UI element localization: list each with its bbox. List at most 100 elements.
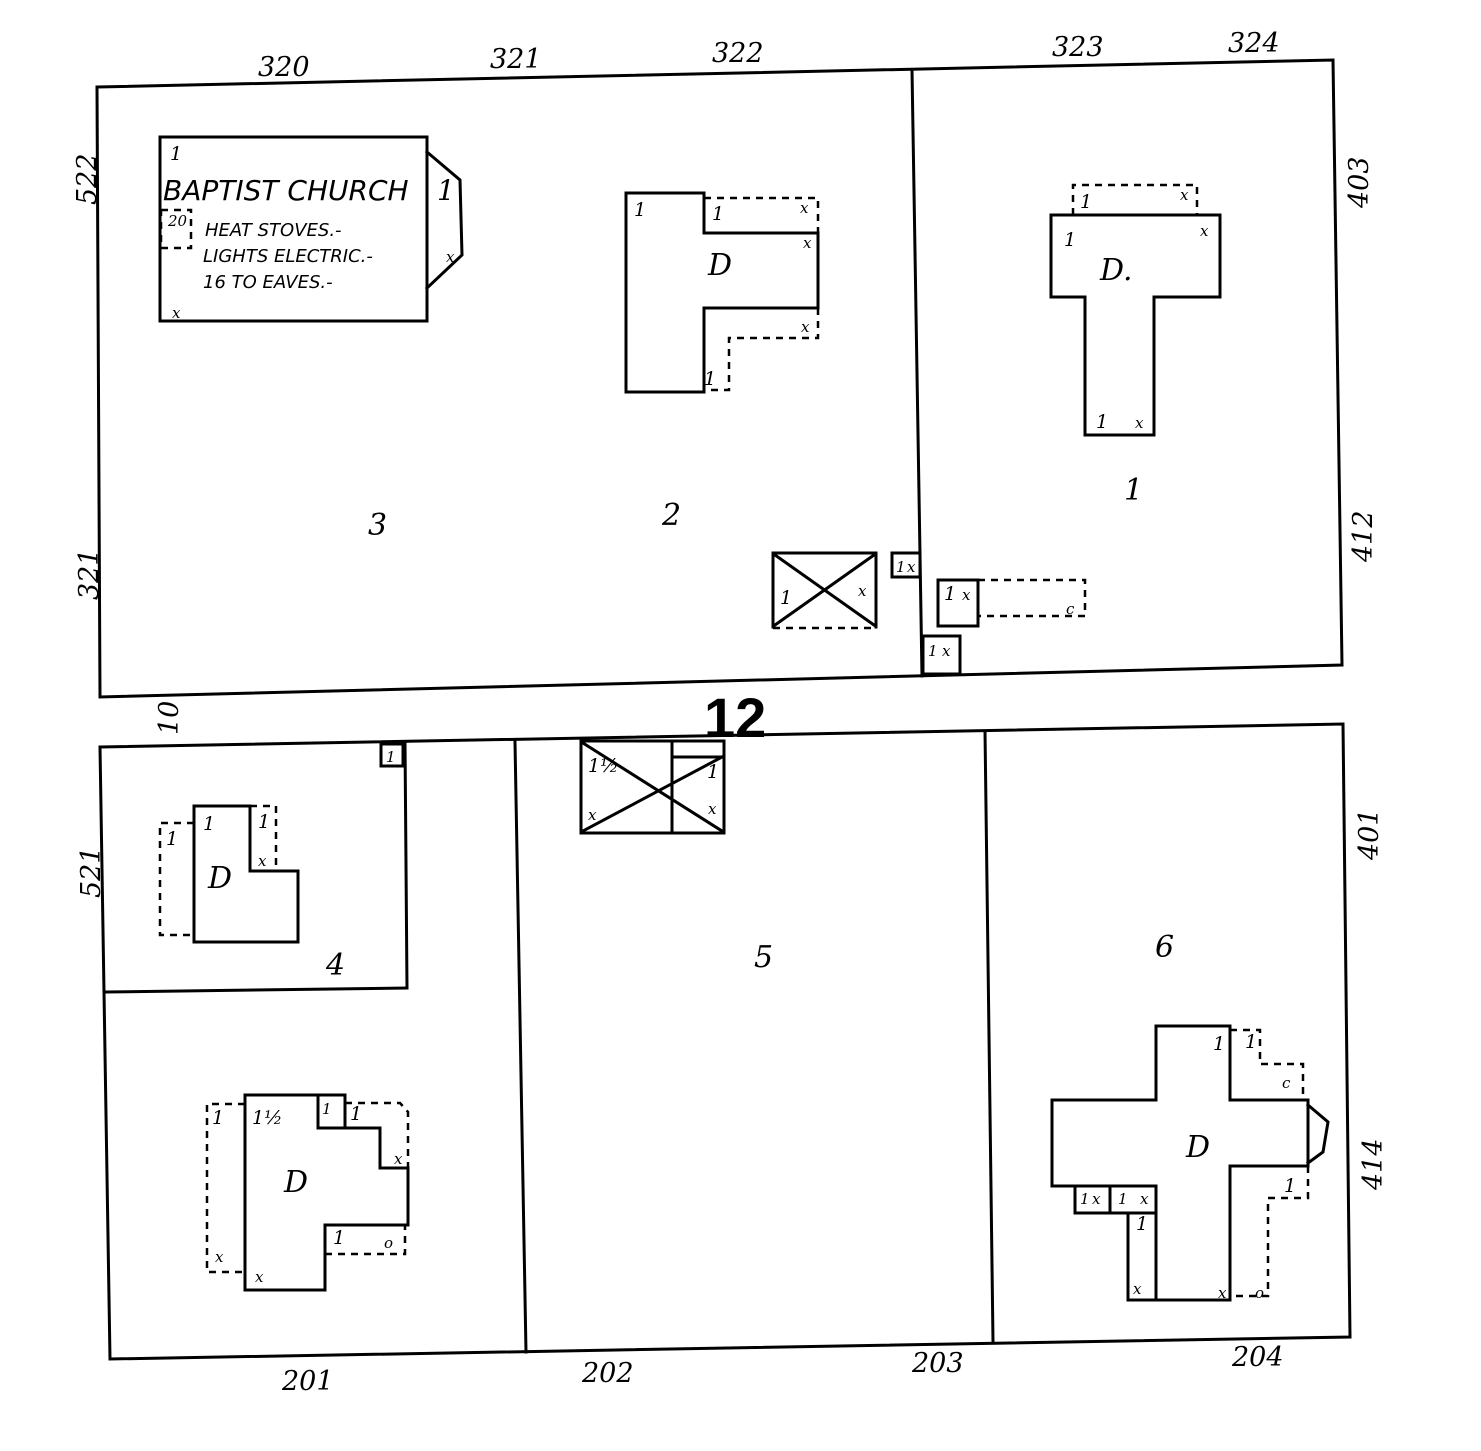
north-half-block: 1 20 x x BAPTIST CHURCH 1 HEAT STOVES.- … (95, 58, 1344, 699)
privy-lot-2-mark: 1 (896, 558, 906, 576)
church-vestibule (159, 208, 193, 250)
dwelling-lot-4-porch-right (250, 804, 278, 871)
dwelling-lot-6: D 1 1 c 1 1 x 1 x 1 x x o (1050, 1024, 1330, 1302)
address-top-2: 322 (712, 38, 764, 69)
outbuilding-lot-1: 1 x c 1 x (921, 578, 1087, 676)
lot-4-east-line (403, 740, 409, 990)
dwelling-south-west-porch-rear (325, 1225, 407, 1256)
bottom-addresses: 201 202 203 204 (281, 1342, 1284, 1397)
dwelling-lot-4-porch-left (158, 821, 194, 937)
dwelling-lot-6-x-3: x (1133, 1280, 1142, 1298)
shed-lot-2-mark-1: 1 (780, 587, 792, 609)
church-story-mark: 1 (170, 143, 182, 165)
dwelling-lot-4-mark-1: 1 (166, 828, 178, 850)
lot-number-6: 6 (1155, 930, 1174, 965)
address-bottom-2: 203 (911, 1348, 964, 1379)
lot-number-1: 1 (1124, 473, 1143, 508)
shed-lot-2-diag-b (772, 552, 877, 628)
dwelling-lot-6-mark-1: 1 (1213, 1033, 1225, 1055)
outbuilding-lot-1-x: x (962, 586, 971, 604)
block-number: 12 (704, 686, 766, 749)
baptist-church: 1 20 x x BAPTIST CHURCH 1 HEAT STOVES.- … (158, 135, 464, 323)
dwelling-south-west-o: o (384, 1234, 393, 1252)
dwelling-lot-2-mark-2: 1 (712, 203, 724, 225)
dwelling-lot-6-label: D (1185, 1130, 1210, 1165)
dwelling-lot-6-mark-4: 1 (1080, 1190, 1090, 1208)
dwelling-lot-1: D. 1 1 1 x x x (1049, 183, 1222, 437)
dwelling-south-west-mark-1: 1 (212, 1107, 224, 1129)
shed-lot-5-mark-1: 1 (707, 761, 719, 783)
address-left-3: 521 (76, 846, 107, 898)
outbuilding-lot-1-c: c (1066, 600, 1075, 618)
address-right-3: 414 (1358, 1138, 1389, 1191)
dwelling-south-west-x-2: x (215, 1248, 224, 1266)
dwelling-lot-1-x-3: x (1135, 414, 1144, 432)
dwelling-south-west-porch-top (345, 1101, 410, 1168)
address-right-2: 401 (1354, 808, 1385, 861)
dwelling-south-west-label: D (283, 1165, 308, 1200)
dwelling-lot-6-step-b (1108, 1184, 1158, 1215)
privy-lot-1-outline (921, 634, 962, 676)
dwelling-lot-south-west: D 1 1½ 1 1 x 1 o x x (205, 1093, 410, 1292)
address-bottom-3: 204 (1231, 1342, 1284, 1373)
dwelling-lot-4: D 1 1 1 x (158, 804, 300, 944)
south-block-outline (98, 722, 1352, 1361)
dwelling-south-west-x-3: x (255, 1268, 264, 1286)
address-bottom-1: 202 (581, 1358, 634, 1389)
right-addresses: 403 412 401 414 (1344, 156, 1389, 1191)
shed-lot-5-x-1: x (708, 800, 717, 818)
address-left-1: 321 (74, 548, 105, 600)
church-tag-text: 20 (167, 212, 188, 230)
dwelling-lot-2-x-3: x (801, 318, 810, 336)
privy-lot-1-mark: 1 (928, 642, 938, 660)
top-addresses: 320 321 322 323 324 (258, 28, 1280, 83)
church-name-text: BAPTIST CHURCH (163, 174, 409, 207)
south-lot-divider-b (983, 729, 995, 1343)
dwelling-lot-6-porch-ne (1230, 1028, 1305, 1100)
lot-number-2: 2 (661, 498, 681, 533)
address-right-0: 403 (1344, 156, 1375, 209)
dwelling-south-west-bay (316, 1093, 347, 1130)
dwelling-lot-6-mark-2: 1 (1245, 1031, 1257, 1053)
outbuilding-lot-1-annex (978, 578, 1087, 618)
lot-number-4: 4 (325, 948, 345, 983)
shed-lot-5-x-2: x (588, 806, 597, 824)
south-lot-divider-a (513, 740, 528, 1354)
dwelling-lot-6-bay (1305, 1102, 1330, 1166)
dwelling-lot-6-x-2: x (1140, 1190, 1149, 1208)
dwelling-south-west-mark-3: 1 (350, 1103, 362, 1125)
privy-lot-2: 1 x (890, 551, 922, 579)
dwelling-lot-1-porch (1071, 183, 1199, 215)
shed-lot-5-outline (579, 739, 726, 835)
dwelling-lot-1-mark-3: 1 (1096, 411, 1108, 433)
shed-lot-5-half-mark: 1½ (588, 755, 619, 777)
address-bottom-0: 201 (281, 1366, 334, 1397)
dwelling-lot-4-mark-2: 1 (203, 813, 215, 835)
dwelling-south-west-mark-4: 1 (333, 1227, 345, 1249)
dwelling-lot-4-mark-3: 1 (258, 811, 270, 833)
lot-number-5: 5 (754, 940, 773, 975)
dwelling-lot-6-o: o (1255, 1284, 1264, 1302)
shed-lot-2-x: x (858, 582, 867, 600)
outbuilding-lot-1-mark: 1 (944, 583, 956, 605)
south-half-block: 1 D 1 1 1 x 1½ 1 x x (98, 722, 1352, 1361)
dwelling-lot-2-mark-3: 1 (704, 368, 716, 390)
dwelling-lot-1-label: D. (1099, 253, 1133, 288)
privy-lot-1-x: x (942, 642, 951, 660)
shed-lot-2: 1 x (771, 551, 878, 630)
dwelling-lot-6-x-1: x (1092, 1190, 1101, 1208)
church-heat-text: HEAT STOVES.- (205, 220, 342, 241)
church-frame-mark: x (172, 304, 181, 322)
dwelling-lot-6-outline (1050, 1024, 1310, 1302)
address-left-0: 522 (72, 153, 103, 205)
church-lights-text: LIGHTS ELECTRIC.- (203, 246, 373, 267)
address-top-3: 323 (1052, 32, 1104, 63)
church-apse-mark: x (446, 248, 455, 266)
privy-lot-2-outline (890, 551, 922, 579)
lot-number-3: 3 (368, 508, 387, 543)
address-top-1: 321 (490, 44, 542, 75)
church-apse (424, 149, 464, 291)
address-top-0: 320 (258, 52, 310, 83)
shed-lot-5-diag-a (580, 740, 725, 834)
